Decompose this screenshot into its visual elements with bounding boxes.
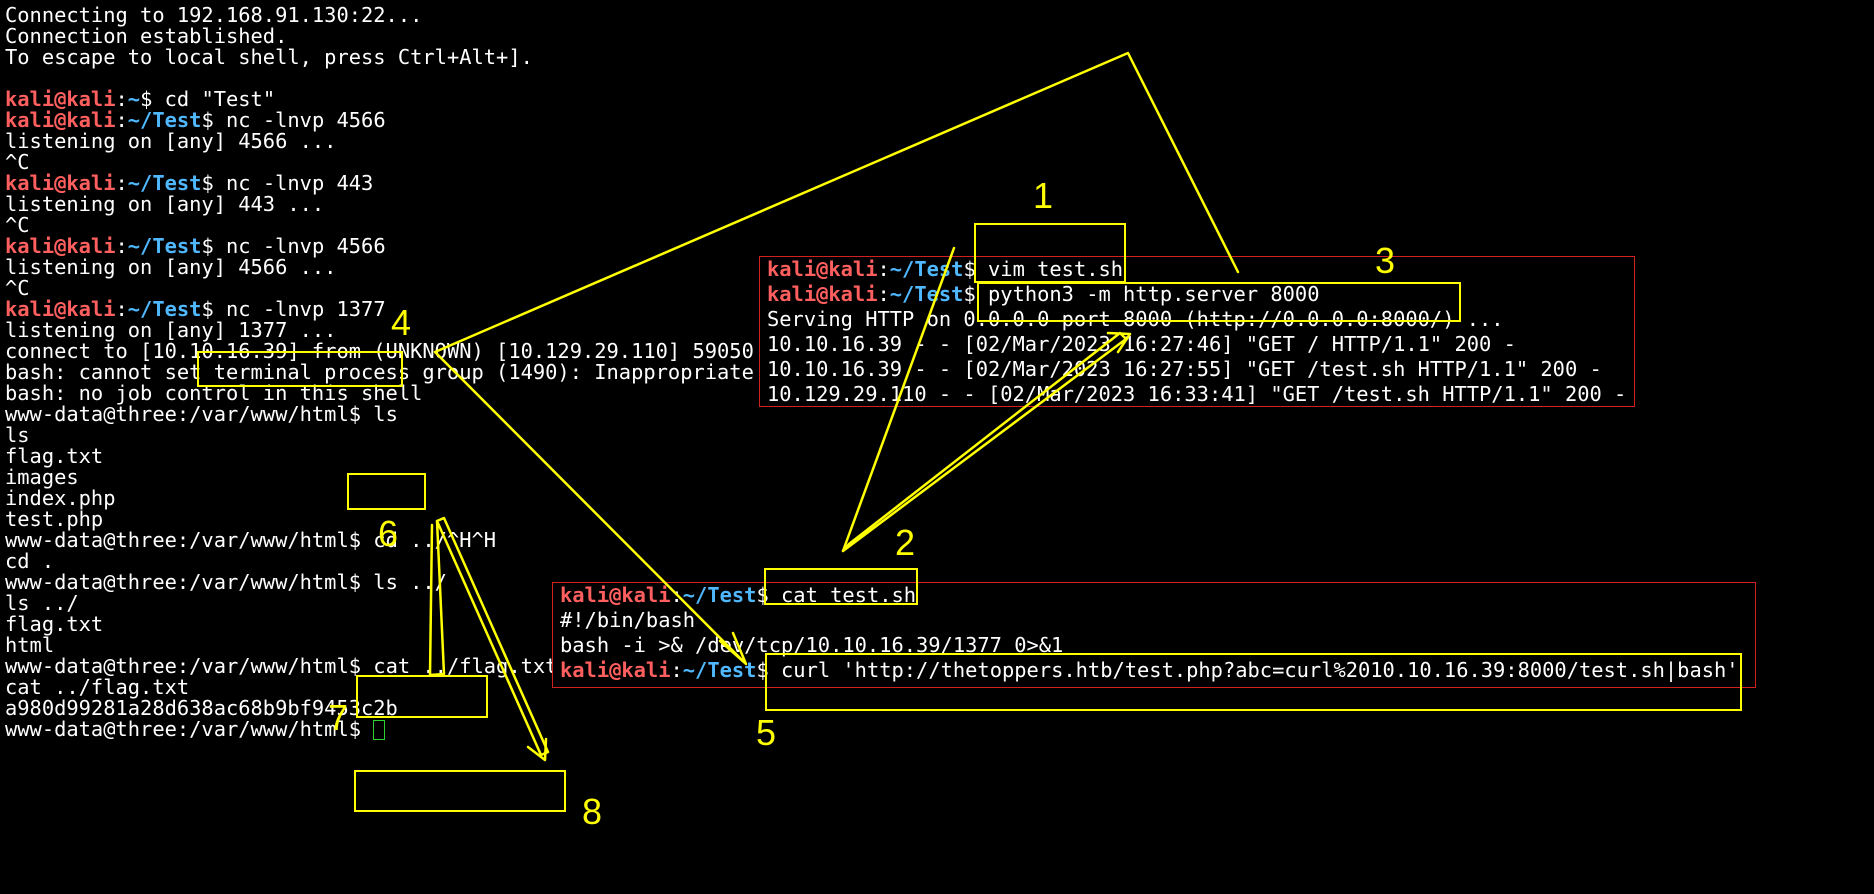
- command-text: nc -lnvp 443: [226, 171, 374, 195]
- www-prompt: www-data@three:/var/www/html$: [5, 717, 374, 741]
- prompt-user: kali@kali: [767, 257, 878, 281]
- prompt-dollar: $: [140, 87, 165, 111]
- prompt-line-nc-443: kali@kali:~/Test$ nc -lnvp 443: [5, 171, 373, 196]
- prompt-user: kali@kali: [767, 282, 878, 306]
- highlight-box-curl: [765, 653, 1742, 711]
- prompt-path: ~/Test: [682, 583, 757, 607]
- prompt-path: ~/Test: [889, 257, 964, 281]
- access-log-line: 10.10.16.39 - - [02/Mar/2023 16:27:55] "…: [767, 357, 1602, 381]
- connecting-line: Connecting to 192.168.91.130:22...: [5, 3, 423, 27]
- command-text: nc -lnvp 1377: [226, 297, 386, 321]
- echo-line: ls: [5, 423, 30, 447]
- www-prompt-final[interactable]: www-data@three:/var/www/html$: [5, 717, 386, 742]
- prompt-user: kali@kali: [5, 297, 116, 321]
- annotation-number: 7: [328, 697, 349, 738]
- prompt-line-nc-1377: kali@kali:~/Test$ nc -lnvp 1377: [5, 297, 386, 322]
- listening-line: listening on [any] 443 ...: [5, 192, 325, 216]
- bash-error-line: bash: no job control in this shell: [5, 381, 423, 405]
- highlight-box-ls: [347, 473, 426, 510]
- annotation-number: 3: [1375, 240, 1396, 281]
- prompt-user: kali@kali: [5, 171, 116, 195]
- prompt-dollar: $: [201, 171, 227, 195]
- prompt-colon: :: [115, 234, 128, 258]
- www-prompt-ls: www-data@three:/var/www/html$ ls: [5, 402, 398, 427]
- prompt-user: kali@kali: [5, 108, 116, 132]
- highlight-box-ls-up: [356, 675, 488, 718]
- prompt-user: kali@kali: [560, 583, 671, 607]
- file-item: html: [5, 633, 55, 657]
- www-prompt: www-data@three:/var/www/html$: [5, 654, 374, 678]
- annotation-number: 6: [378, 513, 399, 554]
- prompt-line-nc-4566-again: kali@kali:~/Test$ nc -lnvp 4566: [5, 234, 386, 259]
- prompt-path: ~/Test: [127, 297, 202, 321]
- prompt-dollar: $: [201, 108, 227, 132]
- file-item: flag.txt: [5, 612, 104, 636]
- highlight-box-http-server: [977, 282, 1461, 322]
- highlight-box-nc-1377: [197, 351, 403, 387]
- interrupt-line: ^C: [5, 276, 30, 300]
- www-prompt-cd: www-data@three:/var/www/html$ cd ../^H^H: [5, 528, 496, 553]
- prompt-colon: :: [115, 171, 128, 195]
- prompt-line-nc-4566: kali@kali:~/Test$ nc -lnvp 4566: [5, 108, 386, 133]
- annotation-number: 8: [582, 791, 603, 832]
- annotation-number: 1: [1033, 175, 1054, 216]
- file-item: index.php: [5, 486, 116, 510]
- interrupt-line: ^C: [5, 150, 30, 174]
- prompt-line-cd: kali@kali:~$ cd "Test": [5, 87, 275, 112]
- echo-line: ls ../: [5, 591, 79, 615]
- arrow-double-6-to-8: [435, 516, 550, 757]
- highlight-box-cat-flag: [354, 770, 566, 812]
- prompt-path: ~/Test: [127, 108, 202, 132]
- annotation-number: 5: [756, 712, 777, 753]
- prompt-colon: :: [115, 108, 128, 132]
- command-text: nc -lnvp 4566: [226, 234, 386, 258]
- prompt-path: ~/Test: [127, 171, 202, 195]
- highlight-box-cat-test: [764, 568, 918, 605]
- prompt-path: ~/Test: [127, 234, 202, 258]
- www-prompt: www-data@three:/var/www/html$: [5, 528, 374, 552]
- access-log-line: 10.10.16.39 - - [02/Mar/2023 16:27:46] "…: [767, 332, 1516, 356]
- www-prompt: www-data@three:/var/www/html$: [5, 402, 374, 426]
- prompt-colon: :: [115, 87, 128, 111]
- script-shebang: #!/bin/bash: [560, 608, 696, 632]
- command-text: nc -lnvp 4566: [226, 108, 386, 132]
- prompt-path: ~/Test: [889, 282, 964, 306]
- interrupt-line: ^C: [5, 213, 30, 237]
- prompt-colon: :: [877, 282, 890, 306]
- command-text: ls ../: [373, 570, 447, 594]
- echo-line: cat ../flag.txt: [5, 675, 190, 699]
- prompt-colon: :: [115, 297, 128, 321]
- prompt-path: ~: [127, 87, 141, 111]
- listening-line: listening on [any] 4566 ...: [5, 129, 337, 153]
- flag-value: a980d99281a28d638ac68b9bf9453c2b: [5, 696, 398, 720]
- prompt-colon: :: [670, 583, 683, 607]
- prompt-colon: :: [670, 658, 683, 682]
- command-text: cd "Test": [164, 87, 276, 111]
- annotation-number: 2: [895, 522, 916, 563]
- http-server-panel: kali@kali:~/Test$ vim test.sh kali@kali:…: [759, 256, 1635, 407]
- arrow-head-8: [526, 737, 548, 762]
- escape-hint-line: To escape to local shell, press Ctrl+Alt…: [5, 45, 533, 69]
- prompt-dollar: $: [201, 297, 227, 321]
- listening-line: listening on [any] 1377 ...: [5, 318, 337, 342]
- prompt-user: kali@kali: [5, 234, 116, 258]
- echo-line: cd .: [5, 549, 55, 573]
- file-item: test.php: [5, 507, 104, 531]
- prompt-user: kali@kali: [5, 87, 116, 111]
- listening-line: listening on [any] 4566 ...: [5, 255, 337, 279]
- established-line: Connection established.: [5, 24, 288, 48]
- prompt-user: kali@kali: [560, 658, 671, 682]
- access-log-line: 10.129.29.110 - - [02/Mar/2023 16:33:41]…: [767, 382, 1627, 406]
- www-prompt: www-data@three:/var/www/html$: [5, 570, 374, 594]
- prompt-colon: :: [877, 257, 890, 281]
- file-item: flag.txt: [5, 444, 104, 468]
- annotation-number: 4: [391, 302, 412, 343]
- command-text: ls: [373, 402, 398, 426]
- file-item: images: [5, 465, 79, 489]
- highlight-box-vim: [974, 223, 1126, 283]
- prompt-dollar: $: [201, 234, 227, 258]
- prompt-path: ~/Test: [682, 658, 757, 682]
- text-cursor: [373, 720, 386, 740]
